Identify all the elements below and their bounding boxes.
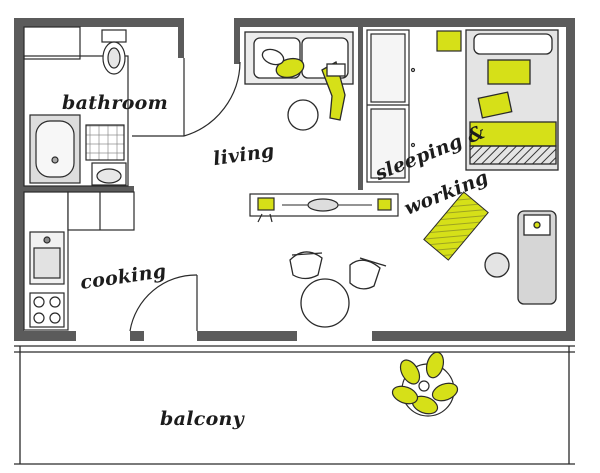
desk-chair <box>484 252 510 278</box>
dining-chair <box>349 257 387 290</box>
dining-table <box>300 278 350 328</box>
entrance-door <box>129 274 198 332</box>
bathroom-sink <box>91 162 127 186</box>
balcony-railing <box>14 345 575 465</box>
plant-icon <box>391 351 459 417</box>
wardrobe <box>366 29 416 183</box>
kitchen-counter <box>23 191 135 331</box>
bed <box>465 29 559 171</box>
nightstand <box>436 30 462 52</box>
room-label-balcony: balcony <box>160 408 245 430</box>
bathroom-fixtures <box>23 26 129 187</box>
bathroom-door <box>183 58 241 137</box>
room-label-bathroom: bathroom <box>62 92 169 114</box>
dining-set <box>289 251 387 328</box>
bathtub <box>29 114 81 184</box>
dining-chair <box>289 251 323 280</box>
rug <box>423 191 489 261</box>
toilet <box>101 29 127 75</box>
desk <box>517 210 557 305</box>
living-side-table <box>287 99 319 131</box>
kitchen-sink <box>29 231 65 285</box>
stove <box>29 292 65 328</box>
sofa <box>244 31 354 121</box>
shower-tiles <box>85 124 125 161</box>
walls <box>14 18 575 341</box>
tv-bench <box>249 193 399 223</box>
